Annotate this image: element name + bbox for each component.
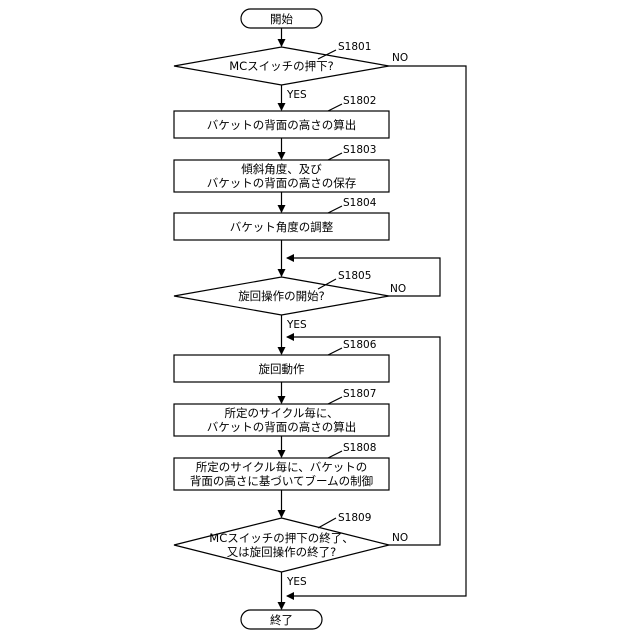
end-label: 終了 (270, 613, 293, 627)
process-s1803-text-1: バケットの背面の高さの保存 (207, 176, 357, 190)
no-label-s1805: NO (390, 283, 406, 295)
process-s1806-text-0: 旋回動作 (259, 362, 305, 376)
process-s1802-text-0: バケットの背面の高さの算出 (207, 118, 357, 132)
process-s1808-text-0: 所定のサイクル毎に、バケットの (196, 460, 368, 474)
step-id-s1809: S1809 (338, 512, 371, 524)
step-id-s1806: S1806 (343, 339, 377, 351)
process-s1804-text-0: バケット角度の調整 (230, 220, 334, 234)
no-label-s1809: NO (392, 532, 408, 544)
step-id-s1803: S1803 (343, 144, 376, 156)
process-s1808-text-1: 背面の高さに基づいてブームの制御 (190, 474, 373, 488)
leader-s1803 (328, 153, 342, 160)
step-id-s1808: S1808 (343, 442, 376, 454)
yes-label-s1801: YES (286, 89, 307, 101)
decision-s1809-text-0: MCスイッチの押下の終了、 (209, 531, 353, 545)
process-s1807-text-0: 所定のサイクル毎に、 (224, 406, 338, 420)
leader-s1808 (328, 451, 342, 458)
yes-label-s1809: YES (286, 576, 307, 588)
leader-s1807 (328, 397, 342, 404)
step-id-s1805: S1805 (338, 270, 371, 282)
decision-s1809-text-1: 又は旋回操作の終了? (227, 545, 337, 559)
connector-s1801-no (287, 66, 466, 596)
leader-s1809 (318, 518, 336, 528)
process-s1803-text-0: 傾斜角度、及び (241, 162, 322, 176)
decision-s1805-text-0: 旋回操作の開始? (238, 289, 325, 303)
start-label: 開始 (270, 12, 293, 26)
step-id-s1807: S1807 (343, 388, 376, 400)
step-id-s1804: S1804 (343, 197, 377, 209)
decision-s1801-text-0: MCスイッチの押下? (229, 59, 334, 73)
step-id-s1802: S1802 (343, 95, 376, 107)
yes-label-s1805: YES (286, 319, 307, 331)
step-id-s1801: S1801 (338, 41, 371, 53)
leader-s1804 (328, 206, 342, 213)
leader-s1802 (328, 104, 342, 111)
leader-s1806 (328, 348, 342, 355)
no-label-s1801: NO (392, 52, 408, 64)
process-s1807-text-1: バケットの背面の高さの算出 (207, 420, 357, 434)
